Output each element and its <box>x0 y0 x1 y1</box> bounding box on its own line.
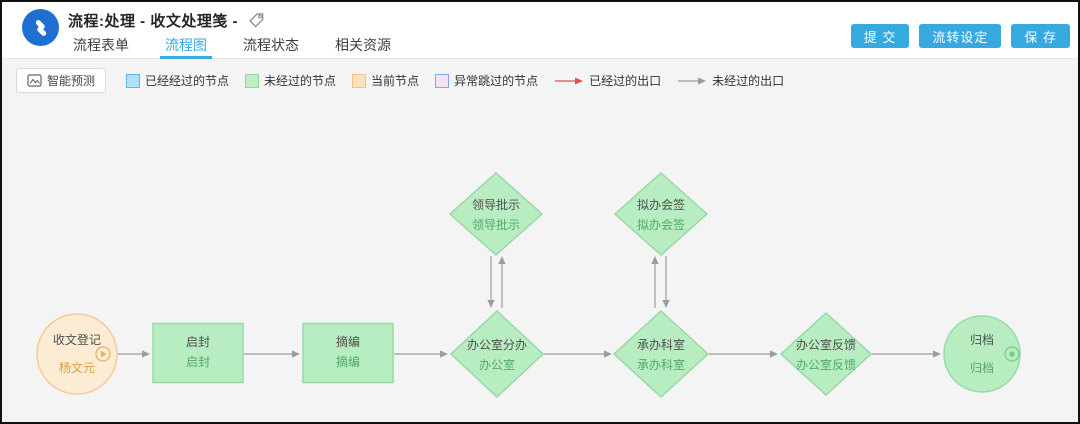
legend-item: 已经过的出口 <box>554 72 661 89</box>
smart-predict-label: 智能预测 <box>47 74 96 88</box>
node-title: 归档 <box>970 333 994 347</box>
legend-row: 智能预测 已经经过的节点 未经过的节点 当前节点 异常跳过的节点 已经过的出口 未经过的出… <box>16 68 1070 93</box>
flow-edge <box>544 350 612 358</box>
legend-swatch <box>352 73 367 88</box>
header-buttons: 提 交流转设定保 存 <box>850 24 1070 48</box>
save-button[interactable]: 保 存 <box>1011 24 1070 48</box>
legend-item: 未经过的出口 <box>677 72 784 89</box>
flow-edge <box>118 350 150 358</box>
legend-label: 未经过的节点 <box>264 74 337 88</box>
page-title: 流程:处理 - 收文处理笺 - <box>68 13 238 30</box>
flow-edge <box>709 350 778 358</box>
header: 流程:处理 - 收文处理笺 - 流程表单 流程图 流程状态 相关资源 提 交流转设定保… <box>2 2 1078 59</box>
flow-edge <box>498 256 506 308</box>
flow-settings-button[interactable]: 流转设定 <box>919 24 1002 48</box>
legend-label: 未经过的出口 <box>712 74 785 88</box>
node-title: 办公室反馈 <box>796 337 856 352</box>
node-subtitle: 拟办会签 <box>637 217 685 232</box>
tabs: 流程表单 流程图 流程状态 相关资源 <box>68 33 396 59</box>
app-logo <box>22 9 59 46</box>
start-badge-icon <box>95 346 111 362</box>
node-title: 领导批示 <box>472 197 520 212</box>
tag-icon[interactable] <box>248 12 265 29</box>
legend-label: 当前节点 <box>371 74 420 88</box>
node-title: 办公室分办 <box>467 337 527 352</box>
node-subtitle: 办公室反馈 <box>796 357 856 372</box>
node-subtitle: 承办科室 <box>637 357 685 372</box>
legend-swatch <box>435 73 450 88</box>
tab-form[interactable]: 流程表单 <box>73 37 129 53</box>
legend-item: 已经经过的节点 <box>126 72 229 89</box>
legend-label: 已经经过的节点 <box>145 74 230 88</box>
end-badge-icon <box>1004 346 1020 362</box>
picture-icon <box>27 74 42 87</box>
node-title: 拟办会签 <box>637 197 685 212</box>
flow-edge <box>662 256 670 308</box>
node-subtitle: 领导批示 <box>472 217 520 232</box>
legend-swatch <box>245 73 260 88</box>
legend-item: 当前节点 <box>352 72 419 89</box>
submit-button[interactable]: 提 交 <box>850 24 910 48</box>
node-subtitle: 摘编 <box>336 354 360 369</box>
node-subtitle: 办公室 <box>479 357 515 372</box>
smart-predict-button[interactable]: 智能预测 <box>16 68 107 93</box>
flow-edge <box>394 350 448 358</box>
logo-icon <box>35 19 46 36</box>
legend-arrow-sample <box>554 76 584 86</box>
flow-edge <box>872 350 941 358</box>
node-subtitle: 杨文元 <box>59 360 95 375</box>
flow-edge <box>651 256 659 308</box>
legend-item: 未经过的节点 <box>245 72 336 89</box>
title-row: 流程:处理 - 收文处理笺 - <box>68 10 265 31</box>
legend-swatch <box>126 73 141 88</box>
legend-items: 已经经过的节点 未经过的节点 当前节点 异常跳过的节点 已经过的出口 未经过的出口 <box>126 72 800 89</box>
tab-diagram[interactable]: 流程图 <box>160 33 212 59</box>
node-title: 收文登记 <box>53 332 101 347</box>
tab-status[interactable]: 流程状态 <box>243 37 299 53</box>
node-title: 启封 <box>186 335 210 349</box>
legend-arrow-sample <box>677 76 707 86</box>
legend-item: 异常跳过的节点 <box>435 72 538 89</box>
flow-edge <box>244 350 300 358</box>
tab-resources[interactable]: 相关资源 <box>335 37 391 53</box>
node-subtitle: 启封 <box>186 355 210 369</box>
flow-edge <box>487 256 495 308</box>
node-title: 摘编 <box>336 334 360 349</box>
legend-label: 已经过的出口 <box>589 74 662 88</box>
node-title: 承办科室 <box>637 337 685 352</box>
legend-label: 异常跳过的节点 <box>454 74 539 88</box>
node-subtitle: 归档 <box>970 361 994 375</box>
